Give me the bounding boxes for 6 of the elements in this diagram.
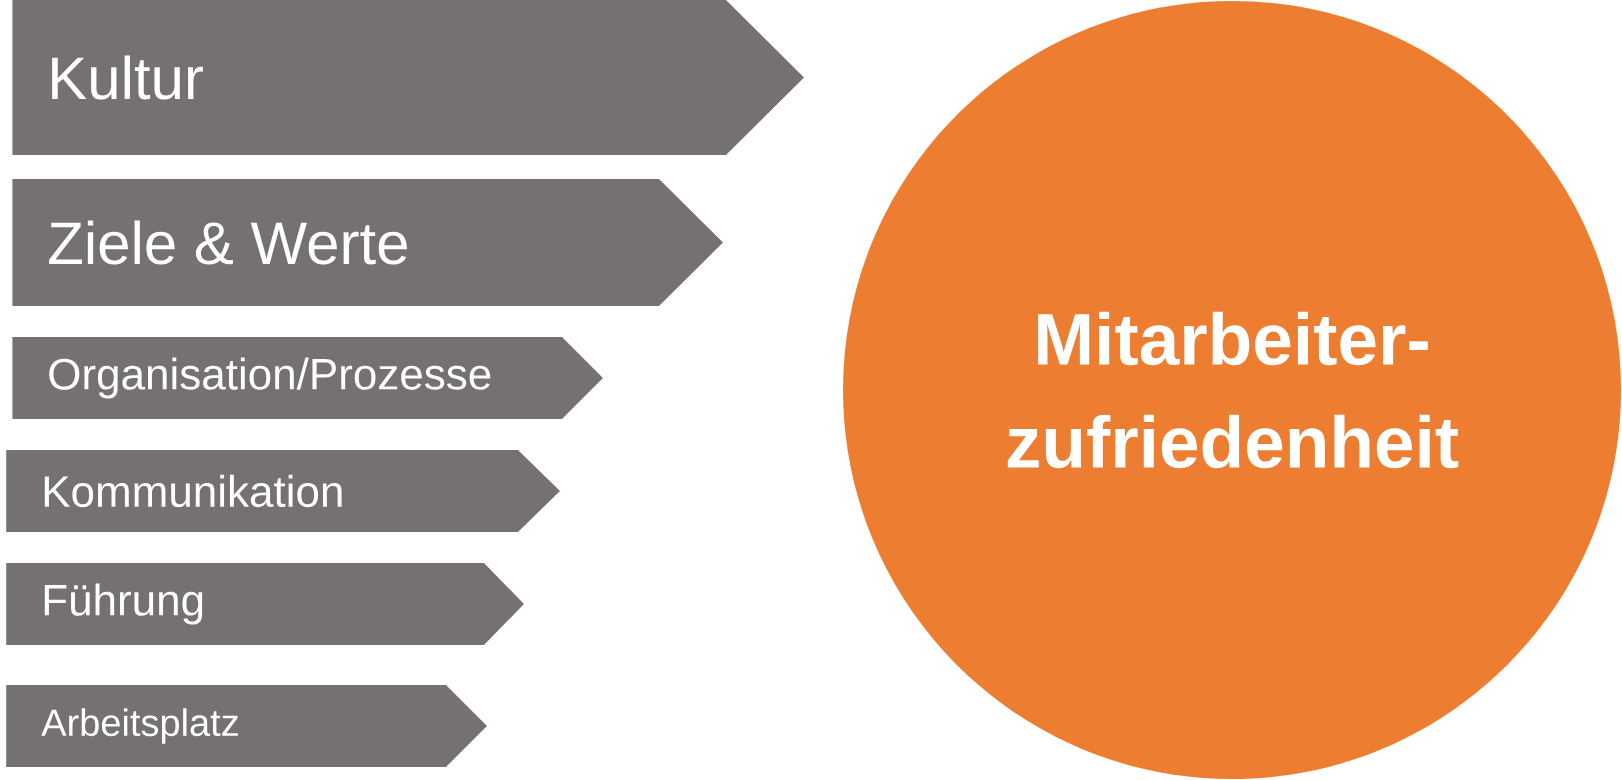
arrow-banner: Kultur <box>12 0 804 155</box>
arrow-banner: Führung <box>6 563 524 645</box>
arrow-banner: Arbeitsplatz <box>6 685 487 767</box>
arrow-banner: Organisation/Prozesse <box>12 337 603 419</box>
arrow-banner: Kommunikation <box>6 450 560 532</box>
arrow-banner: Ziele & Werte <box>12 179 723 306</box>
